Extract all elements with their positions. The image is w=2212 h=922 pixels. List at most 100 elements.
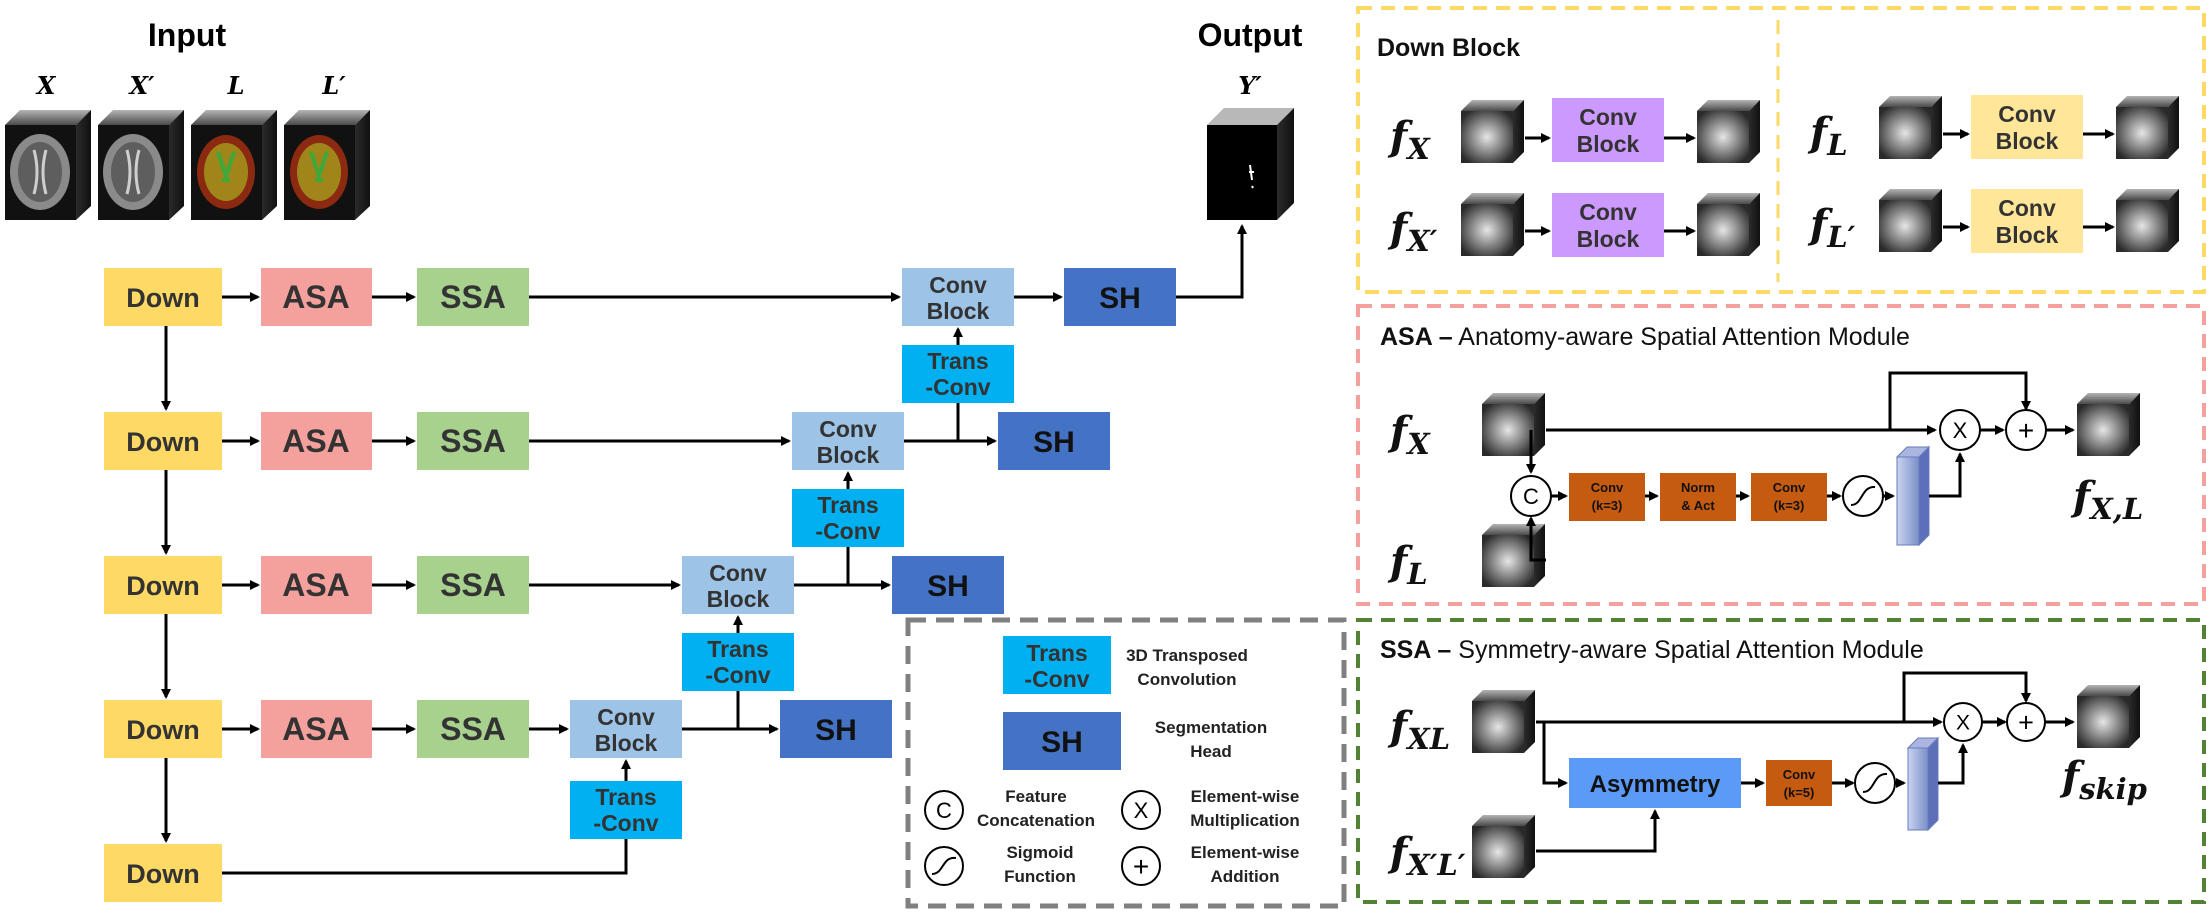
asa-norm-box	[1660, 473, 1736, 521]
asa-block-2	[261, 412, 372, 470]
ssa-cube-xplp	[1472, 815, 1535, 878]
output-label-y: Y′	[1238, 71, 1262, 100]
ssa-asymmetry-box	[1569, 758, 1741, 808]
down-out-cube-l-top	[2116, 96, 2179, 107]
asa-norm-label1: Norm	[1681, 480, 1715, 495]
down-f-lprime: fL′	[1807, 201, 1856, 254]
down-block-rows: fXConvBlockfX′ConvBlockfLConvBlockfL′Con…	[1387, 95, 2179, 258]
ssa-mult-symbol: X	[1956, 712, 1970, 735]
asa-cube-x-side	[1534, 393, 1545, 456]
asa-f-l-sub: L	[1406, 557, 1427, 591]
legend-add-desc1: Element-wise	[1191, 843, 1300, 862]
down-conv-block-xprime	[1552, 193, 1664, 257]
output-volume-y	[1207, 108, 1294, 220]
trans-conv-label1-3: Trans	[707, 636, 768, 662]
asa-cube-l-front	[1482, 535, 1534, 587]
asa-label-1: ASA	[282, 279, 350, 315]
asa-add: +	[2005, 409, 2047, 451]
ssa-add: +	[2006, 702, 2046, 742]
down-block-panel: Down Block fXConvBlockfX′ConvBlockfLConv…	[1356, 6, 2206, 294]
asa-cube-out-side	[2129, 393, 2140, 456]
sh-block-3	[892, 556, 1004, 614]
ssa-residual	[1902, 671, 2031, 722]
ssa-f-out-sub: skip	[2078, 772, 2147, 806]
asa-mult: X	[1939, 409, 1981, 451]
asa-cube-out-front	[2077, 404, 2129, 456]
ssa-convk-label: (k=5)	[1784, 785, 1815, 800]
down-in-cube-xprime	[1461, 193, 1524, 256]
asa-label-2: ASA	[282, 423, 350, 459]
conv-block-label1-2: Conv	[819, 416, 877, 442]
trans-conv-label2-3: -Conv	[705, 662, 770, 688]
down-out-cube-xprime-front	[1697, 204, 1749, 256]
ssa-panel-title: SSA – Symmetry-aware Spatial Attention M…	[1380, 636, 1924, 664]
ssa-block-1	[417, 268, 529, 326]
asa-cube-l-side	[1534, 524, 1545, 587]
ssa-cube-xplp-front	[1472, 826, 1524, 878]
down-in-cube-lprime-side	[1931, 189, 1942, 252]
down-in-cube-xprime-side	[1513, 193, 1524, 256]
down-in-cube-xprime-front	[1461, 204, 1513, 256]
down-f-l-sub: L	[1826, 128, 1847, 162]
down-label-3: Down	[126, 571, 200, 601]
legend-sigmoid-desc2: Function	[1004, 867, 1076, 886]
ssa-block-4	[417, 700, 529, 758]
trans-conv-label2-2: -Conv	[815, 518, 880, 544]
ssa-xplp-to-asym	[1536, 809, 1660, 853]
down-in-cube-x-front	[1461, 111, 1513, 163]
ssa-cube-xl	[1472, 690, 1535, 753]
asa-slab-to-mult	[1929, 452, 1965, 498]
ssa-cube-out-top	[2077, 685, 2140, 696]
input-volume-x	[5, 110, 91, 220]
down-out-cube-lprime-front	[2116, 200, 2168, 252]
down-in-cube-lprime-top	[1879, 189, 1942, 200]
sh-label-2: SH	[1033, 426, 1075, 459]
legend-concat-desc2: Concatenation	[977, 811, 1095, 830]
conv-block-4	[570, 700, 682, 758]
asa-add-symbol: +	[2018, 415, 2034, 446]
down-in-cube-xprime-top	[1461, 193, 1524, 204]
conv-block-label2-3: Block	[707, 586, 770, 612]
ssa-label-1: SSA	[440, 279, 506, 315]
legend-sh-box	[1003, 712, 1121, 770]
sh-block-1	[1064, 268, 1176, 326]
sh-label-3: SH	[927, 570, 969, 603]
sh-to-output	[1176, 224, 1247, 299]
asa-mult-symbol: X	[1953, 418, 1968, 443]
down-conv-label1-x: Conv	[1579, 104, 1637, 130]
legend-add-symbol: +	[1133, 851, 1149, 882]
down-out-cube-lprime	[2116, 189, 2179, 252]
legend: Trans -Conv 3D Transposed Convolution SH…	[905, 617, 1347, 909]
asa-concat-symbol: C	[1523, 484, 1539, 509]
legend-trans-desc1: 3D Transposed	[1126, 646, 1248, 665]
ssa-asymmetry-label: Asymmetry	[1590, 771, 1721, 798]
conv-block-label1-1: Conv	[929, 272, 987, 298]
asa-conv1-box	[1569, 473, 1645, 521]
down-conv-label2-lprime: Block	[1996, 222, 2059, 248]
asa-block-1	[261, 268, 372, 326]
sh-label-1: SH	[1099, 282, 1141, 315]
legend-trans-conv-label1: Trans	[1026, 640, 1087, 666]
down-out-cube-xprime-side	[1749, 193, 1760, 256]
asa-f-l: fL	[1387, 538, 1428, 591]
ssa-label-2: SSA	[440, 423, 506, 459]
asa-label-3: ASA	[282, 567, 350, 603]
ssa-cube-xl-front	[1472, 701, 1524, 753]
ssa-block-3	[417, 556, 529, 614]
down-conv-label2-x: Block	[1577, 131, 1640, 157]
ssa-cube-xl-side	[1524, 690, 1535, 753]
down-out-cube-l-front	[2116, 107, 2168, 159]
down-in-cube-lprime-front	[1879, 200, 1931, 252]
input-label-l: L	[227, 71, 245, 100]
asa-f-out: fX,L	[2070, 473, 2143, 526]
ssa-cube-out-front	[2077, 696, 2129, 748]
legend-mult-desc1: Element-wise	[1191, 787, 1300, 806]
asa-cube-out	[2077, 393, 2140, 456]
bottleneck-to-trans4	[222, 839, 628, 875]
asa-f-x: fX	[1387, 408, 1431, 461]
input-volume-lprime	[284, 110, 370, 220]
ssa-xl-to-asym	[1542, 722, 1568, 788]
asa-sigmoid-curve	[1850, 485, 1876, 506]
